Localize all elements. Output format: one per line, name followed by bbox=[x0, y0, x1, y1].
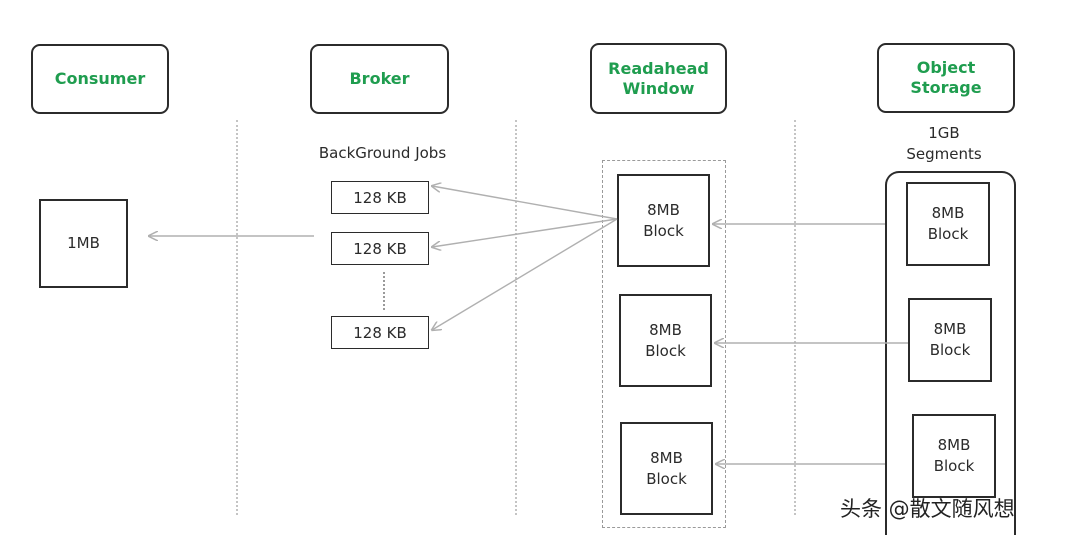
consumer-header-label: Consumer bbox=[54, 69, 146, 88]
storage-block: 8MB Block bbox=[912, 414, 996, 498]
job-block: 128 KB bbox=[331, 181, 429, 214]
consumer-block: 1MB bbox=[39, 199, 128, 288]
readahead-block: 8MB Block bbox=[620, 422, 713, 515]
segment-container bbox=[885, 171, 1016, 535]
watermark: 头条 @散文随风想 bbox=[840, 497, 1015, 521]
readahead-header: Readahead Window bbox=[590, 43, 727, 114]
arrow-block-to-job bbox=[432, 186, 618, 220]
column-separator bbox=[794, 120, 796, 515]
readahead-header-label: Readahead Window bbox=[608, 58, 709, 98]
job-block: 128 KB bbox=[331, 316, 429, 349]
column-separator bbox=[236, 120, 238, 515]
job-block: 128 KB bbox=[331, 232, 429, 265]
consumer-block-label: 1MB bbox=[67, 234, 100, 252]
readahead-block: 8MB Block bbox=[619, 294, 712, 387]
storage-block: 8MB Block bbox=[908, 298, 992, 382]
consumer-header: Consumer bbox=[31, 44, 169, 114]
segments-label: 1GB Segments bbox=[906, 124, 982, 163]
broker-header-label: Broker bbox=[349, 69, 410, 88]
background-jobs-label: BackGround Jobs bbox=[318, 144, 447, 162]
readahead-window-frame bbox=[602, 160, 726, 528]
storage-block: 8MB Block bbox=[906, 182, 990, 266]
ellipsis-connector bbox=[383, 272, 385, 310]
readahead-block: 8MB Block bbox=[617, 174, 710, 267]
broker-header: Broker bbox=[310, 44, 449, 114]
object-storage-header: Object Storage bbox=[877, 43, 1015, 113]
arrow-block-to-job bbox=[432, 218, 618, 330]
arrow-block-to-job bbox=[432, 218, 618, 247]
column-separator bbox=[515, 120, 517, 515]
object-storage-header-label: Object Storage bbox=[910, 58, 982, 97]
